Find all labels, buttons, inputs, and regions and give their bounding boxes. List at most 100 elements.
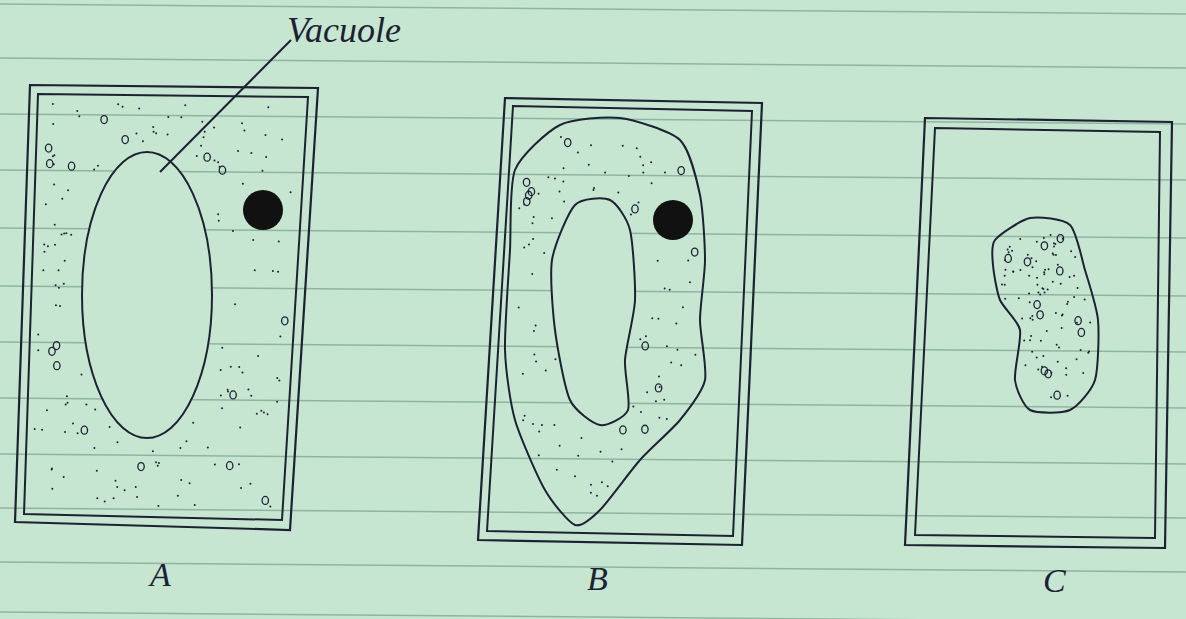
granule-ring bbox=[47, 160, 53, 168]
granule-dot bbox=[687, 259, 689, 261]
granule-dot bbox=[1067, 395, 1069, 397]
granule-dot bbox=[593, 187, 595, 189]
granule-dot bbox=[263, 412, 265, 414]
granule-dot bbox=[213, 160, 215, 162]
granule-dot bbox=[241, 122, 243, 124]
granule-dot bbox=[523, 246, 525, 248]
granule-dot bbox=[1050, 234, 1052, 236]
granule-dot bbox=[261, 170, 263, 172]
nucleus bbox=[243, 190, 283, 230]
granule-ring bbox=[620, 426, 626, 434]
granule-dot bbox=[63, 283, 65, 285]
granule-dot bbox=[55, 284, 57, 286]
granule-dot bbox=[1032, 319, 1034, 321]
granule-dot bbox=[64, 260, 66, 262]
granule-dot bbox=[42, 269, 44, 271]
granule-dot bbox=[617, 192, 619, 194]
cell-wall bbox=[15, 85, 318, 530]
granule-dot bbox=[52, 155, 54, 157]
granule-dot bbox=[622, 145, 624, 147]
granule-dot bbox=[1004, 269, 1006, 271]
granule-dot bbox=[535, 325, 537, 327]
granule-dot bbox=[196, 155, 198, 157]
granule-dot bbox=[207, 447, 209, 449]
granule-dot bbox=[1052, 253, 1054, 255]
granule-dot bbox=[533, 330, 535, 332]
granule-dot bbox=[218, 220, 220, 222]
granule-dot bbox=[1077, 287, 1079, 289]
granule-dot bbox=[553, 424, 555, 426]
granule-dot bbox=[670, 362, 672, 364]
granule-dot bbox=[533, 216, 535, 218]
granule-dot bbox=[1069, 276, 1071, 278]
granule-dot bbox=[694, 354, 696, 356]
granule-ring bbox=[262, 496, 268, 504]
granule-dot bbox=[115, 480, 117, 482]
granule-dot bbox=[155, 461, 157, 463]
cell-wall bbox=[905, 118, 1172, 548]
granule-dot bbox=[1024, 364, 1026, 366]
granule-dot bbox=[1008, 251, 1010, 253]
granule-dot bbox=[666, 418, 668, 420]
granule-dot bbox=[1053, 245, 1055, 247]
granule-dot bbox=[96, 497, 98, 499]
granule-dot bbox=[52, 123, 54, 125]
granule-dot bbox=[157, 465, 159, 467]
granule-dot bbox=[1042, 355, 1044, 357]
granule-dot bbox=[669, 289, 671, 291]
granule-dot bbox=[1029, 339, 1031, 341]
granule-dot bbox=[180, 479, 182, 481]
granule-dot bbox=[37, 334, 39, 336]
granule-dot bbox=[528, 243, 530, 245]
granule-dot bbox=[590, 492, 592, 494]
granule-dot bbox=[638, 202, 640, 204]
granule-dot bbox=[657, 318, 659, 320]
granule-dot bbox=[227, 391, 229, 393]
granule-dot bbox=[1023, 340, 1025, 342]
granule-dot bbox=[267, 106, 269, 108]
granule-dot bbox=[675, 323, 677, 325]
granule-ring bbox=[122, 136, 128, 144]
granule-dot bbox=[1055, 254, 1057, 256]
granule-ring bbox=[45, 144, 51, 152]
granule-dot bbox=[532, 222, 534, 224]
granule-dot bbox=[592, 189, 594, 191]
granule-dot bbox=[58, 269, 60, 271]
ruled-line bbox=[0, 58, 1186, 68]
granule-dot bbox=[52, 103, 54, 105]
granule-dot bbox=[232, 230, 234, 232]
granule-dot bbox=[554, 358, 556, 360]
granule-dot bbox=[1030, 335, 1032, 337]
granule-dot bbox=[1074, 256, 1076, 258]
granule-dot bbox=[179, 447, 181, 449]
granule-dot bbox=[560, 136, 562, 138]
granule-dot bbox=[1036, 277, 1038, 279]
granule-dot bbox=[1021, 317, 1023, 319]
granule-dot bbox=[531, 273, 533, 275]
granule-dot bbox=[41, 429, 43, 431]
granule-dot bbox=[1036, 241, 1038, 243]
granule-ring bbox=[1034, 301, 1040, 309]
granule-dot bbox=[279, 336, 281, 338]
granule-ring bbox=[632, 205, 638, 213]
granule-dot bbox=[590, 484, 592, 486]
granule-dot bbox=[658, 376, 660, 378]
granule-dot bbox=[611, 460, 613, 462]
granule-ring bbox=[524, 198, 530, 206]
granule-dot bbox=[682, 306, 684, 308]
granule-dot bbox=[67, 189, 69, 191]
granule-dot bbox=[1019, 238, 1021, 240]
granule-ring bbox=[230, 391, 236, 399]
granule-dot bbox=[1057, 361, 1059, 363]
granule-ring bbox=[81, 426, 87, 434]
granule-ring bbox=[1005, 254, 1011, 262]
granule-dot bbox=[663, 399, 665, 401]
granule-dot bbox=[241, 371, 243, 373]
granule-dot bbox=[64, 431, 66, 433]
granule-dot bbox=[1066, 303, 1068, 305]
cytoplasm-granules bbox=[1001, 234, 1091, 399]
granule-dot bbox=[1043, 271, 1045, 273]
granule-dot bbox=[1031, 351, 1033, 353]
granule-ring bbox=[528, 188, 534, 196]
granule-dot bbox=[152, 126, 154, 128]
